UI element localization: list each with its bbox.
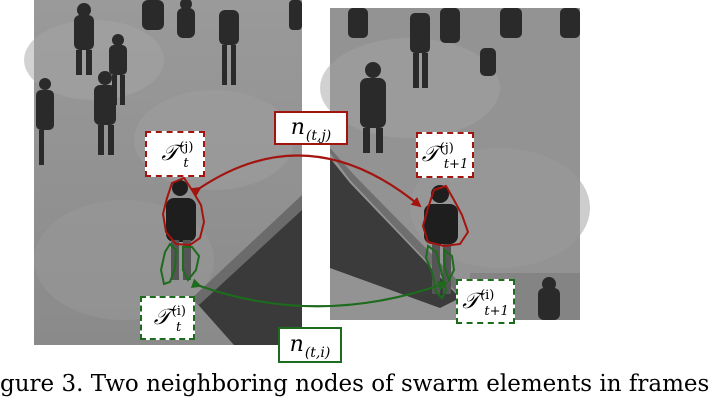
label-ti-left: 𝒯(i)t	[140, 296, 195, 340]
figure-caption: gure 3. Two neighboring nodes of swarm e…	[0, 371, 709, 397]
label-tj-left: 𝒯(j)t	[145, 131, 205, 177]
label-ti-right: 𝒯(i)t+1	[456, 279, 515, 324]
label-edge-tj: n(t,j)	[274, 111, 348, 145]
label-edge-ti: n(t,i)	[278, 327, 342, 363]
label-tj-right: 𝒯(j)t+1	[416, 132, 474, 178]
